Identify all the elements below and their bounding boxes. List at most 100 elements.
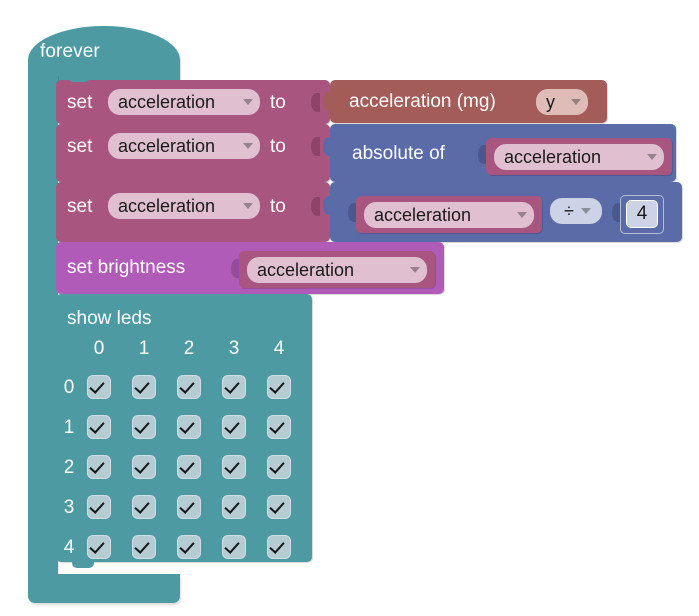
chevron-down-icon[interactable] [571,99,581,105]
forever-block-spine[interactable] [28,76,58,588]
to-label-3: to [270,196,286,217]
led-cell-1-0[interactable] [87,415,111,439]
led-cell-3-0[interactable] [87,495,111,519]
led-cell-4-2[interactable] [177,535,201,559]
led-row-header-3: 3 [63,497,75,518]
chevron-down-icon[interactable] [243,99,253,105]
led-cell-0-4[interactable] [267,375,291,399]
value-socket-2 [311,137,320,156]
variable-dropdown-3[interactable]: acceleration [108,193,260,219]
led-cell-2-1[interactable] [132,455,156,479]
led-row-header-1: 1 [63,417,75,438]
reporter-plug [323,92,332,111]
led-column-header-2: 2 [183,338,195,359]
chevron-down-icon[interactable] [243,203,253,209]
to-label-2: to [270,136,286,157]
forever-label: forever [40,41,100,62]
reporter-plug [323,137,332,156]
set-variable-block-2[interactable]: set acceleration to [56,124,330,188]
number-literal-block[interactable]: 4 [620,195,664,234]
led-cell-3-4[interactable] [267,495,291,519]
variable-dropdown-1[interactable]: acceleration [108,89,260,115]
led-row-header-4: 4 [63,537,75,558]
forever-block-head[interactable]: forever [28,26,180,84]
led-cell-4-0[interactable] [87,535,111,559]
set-label-1: set [67,92,93,113]
operator-symbol: ÷ [564,201,574,221]
led-cell-2-0[interactable] [87,455,111,479]
show-leds-label: show leds [67,308,152,329]
absolute-of-block[interactable]: absolute of acceleration [323,124,676,182]
arithmetic-division-block[interactable]: acceleration ÷ 4 [323,182,682,242]
led-cell-4-3[interactable] [222,535,246,559]
variable-name-3: acceleration [118,196,216,216]
variable-name-abs: acceleration [504,147,602,167]
variable-dropdown-brightness[interactable]: acceleration [247,257,427,283]
absolute-operand-socket [478,145,487,164]
led-cell-3-2[interactable] [177,495,201,519]
show-leds-block[interactable]: show leds 0 1 2 3 4 0 1 2 3 4 [56,294,312,568]
led-cell-0-3[interactable] [222,375,246,399]
to-label-1: to [270,92,286,113]
forever-mouth-notch [68,76,90,82]
set-label-3: set [67,196,93,217]
led-cell-4-4[interactable] [267,535,291,559]
division-right-socket [612,203,621,222]
led-row-header-2: 2 [63,457,75,478]
acceleration-variable-reporter-2[interactable]: acceleration [356,196,542,233]
set-label-2: set [67,136,93,157]
led-cell-0-2[interactable] [177,375,201,399]
value-socket-1 [311,93,320,112]
led-cell-0-0[interactable] [87,375,111,399]
led-column-header-1: 1 [138,338,150,359]
variable-dropdown-div[interactable]: acceleration [364,202,534,228]
chevron-down-icon[interactable] [517,212,527,218]
variable-name-brightness: acceleration [257,260,355,280]
chevron-down-icon[interactable] [580,208,591,214]
forever-foot-notch [76,574,98,581]
variable-name-2: acceleration [118,136,216,156]
led-cell-2-2[interactable] [177,455,201,479]
brightness-value-socket [231,259,240,278]
set-variable-block-1[interactable]: set acceleration to [56,80,330,130]
set-variable-block-3[interactable]: set acceleration to [56,182,330,248]
variable-dropdown-2[interactable]: acceleration [108,133,260,159]
led-column-header-0: 0 [93,338,105,359]
axis-value: y [546,92,555,112]
led-cell-2-4[interactable] [267,455,291,479]
led-cell-3-1[interactable] [132,495,156,519]
number-value: 4 [636,203,648,224]
acceleration-mg-reporter[interactable]: acceleration (mg) y [323,80,607,123]
led-column-header-3: 3 [228,338,240,359]
axis-dropdown[interactable]: y [536,89,588,115]
acceleration-variable-reporter-3[interactable]: acceleration [239,251,435,288]
chevron-down-icon[interactable] [410,267,420,273]
led-cell-1-3[interactable] [222,415,246,439]
value-socket-3 [311,197,320,216]
chevron-down-icon[interactable] [647,154,657,160]
led-cell-2-3[interactable] [222,455,246,479]
variable-name-div: acceleration [374,205,472,225]
led-column-header-4: 4 [273,338,285,359]
acceleration-variable-reporter-1[interactable]: acceleration [486,138,672,175]
led-cell-1-2[interactable] [177,415,201,439]
led-cell-3-3[interactable] [222,495,246,519]
absolute-of-label: absolute of [352,143,445,164]
division-left-socket [348,203,357,222]
variable-name-1: acceleration [118,92,216,112]
reporter-plug [323,196,332,215]
variable-dropdown-abs[interactable]: acceleration [494,144,664,170]
operator-dropdown[interactable]: ÷ [550,198,602,224]
block-notch [72,562,94,568]
led-cell-0-1[interactable] [132,375,156,399]
chevron-down-icon[interactable] [243,143,253,149]
set-brightness-label: set brightness [67,257,186,278]
led-cell-1-1[interactable] [132,415,156,439]
set-brightness-block[interactable]: set brightness acceleration [56,242,444,300]
led-row-header-0: 0 [63,377,75,398]
number-input[interactable]: 4 [626,200,658,228]
forever-block-foot[interactable] [28,574,180,603]
led-cell-1-4[interactable] [267,415,291,439]
led-cell-4-1[interactable] [132,535,156,559]
